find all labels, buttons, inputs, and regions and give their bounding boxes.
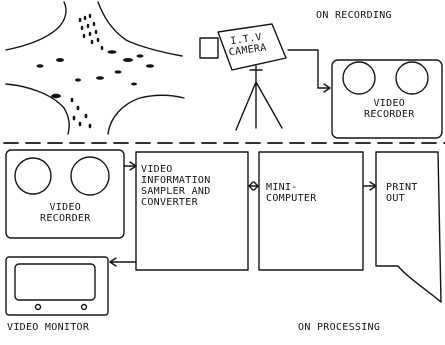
recorder-to-sampler-arrowhead [129, 161, 137, 171]
sampler-converter-block [135, 151, 249, 271]
vehicle-marks [36, 13, 154, 129]
computer-to-printout-arrowhead [369, 181, 377, 191]
camera-to-recorder-arrowhead [323, 83, 331, 93]
mini-computer-block [258, 151, 364, 271]
top-recorder-label: VIDEO RECORDER [364, 98, 415, 120]
sampler-computer-arrowheads [248, 181, 259, 191]
video-monitor-icon [5, 256, 109, 316]
sampler-to-monitor-arrowhead [109, 257, 117, 267]
print-out-block [375, 151, 442, 303]
on-recording-label: ON RECORDING [316, 10, 392, 21]
bottom-video-recorder-icon [5, 149, 125, 239]
top-video-recorder-icon [331, 59, 443, 139]
camera-to-recorder-arrow [287, 49, 329, 89]
bottom-recorder-label: VIDEO RECORDER [40, 202, 91, 224]
computer-label: MINI- COMPUTER [266, 182, 317, 204]
sampler-label: VIDEO INFORMATION SAMPLER AND CONVERTER [141, 164, 211, 208]
intersection-sketch [5, 1, 185, 135]
on-processing-label: ON PROCESSING [298, 322, 381, 333]
monitor-label: VIDEO MONITOR [7, 322, 90, 333]
printout-label: PRINT OUT [386, 182, 418, 204]
itv-camera-icon [199, 23, 287, 131]
